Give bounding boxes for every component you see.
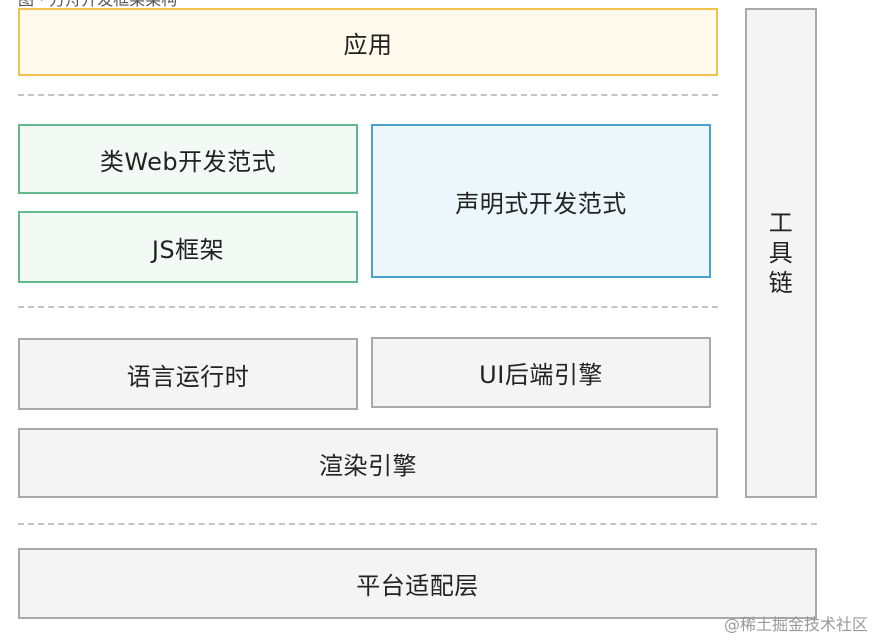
toolchain-char: 具 — [768, 239, 794, 267]
divider-dashed — [18, 306, 718, 308]
app-layer-label: 应用 — [343, 30, 393, 59]
app-layer-box: 应用 — [18, 8, 718, 76]
toolchain-char: 工 — [768, 209, 794, 237]
js-framework-label: JS框架 — [151, 235, 225, 264]
web-paradigm-label: 类Web开发范式 — [99, 147, 277, 176]
ui-backend-engine-box: UI后端引擎 — [371, 337, 711, 408]
platform-adapter-box: 平台适配层 — [18, 548, 817, 619]
diagram-caption: 图 · 方舟开发框架架构 — [18, 0, 177, 10]
web-paradigm-box: 类Web开发范式 — [18, 124, 358, 194]
render-engine-box: 渲染引擎 — [18, 428, 718, 498]
platform-adapter-label: 平台适配层 — [356, 572, 479, 600]
render-engine-label: 渲染引擎 — [319, 451, 417, 480]
language-runtime-label: 语言运行时 — [126, 362, 250, 391]
watermark: @稀土掘金技术社区 — [723, 615, 868, 634]
toolchain-box: 工 具 链 — [745, 8, 817, 498]
declarative-paradigm-label: 声明式开发范式 — [455, 189, 627, 218]
js-framework-box: JS框架 — [18, 211, 358, 283]
declarative-paradigm-box: 声明式开发范式 — [371, 124, 711, 278]
ui-backend-engine-label: UI后端引擎 — [479, 361, 603, 389]
toolchain-char: 链 — [768, 269, 794, 297]
divider-dashed — [18, 94, 718, 96]
language-runtime-box: 语言运行时 — [18, 338, 358, 410]
divider-dashed — [18, 523, 817, 525]
